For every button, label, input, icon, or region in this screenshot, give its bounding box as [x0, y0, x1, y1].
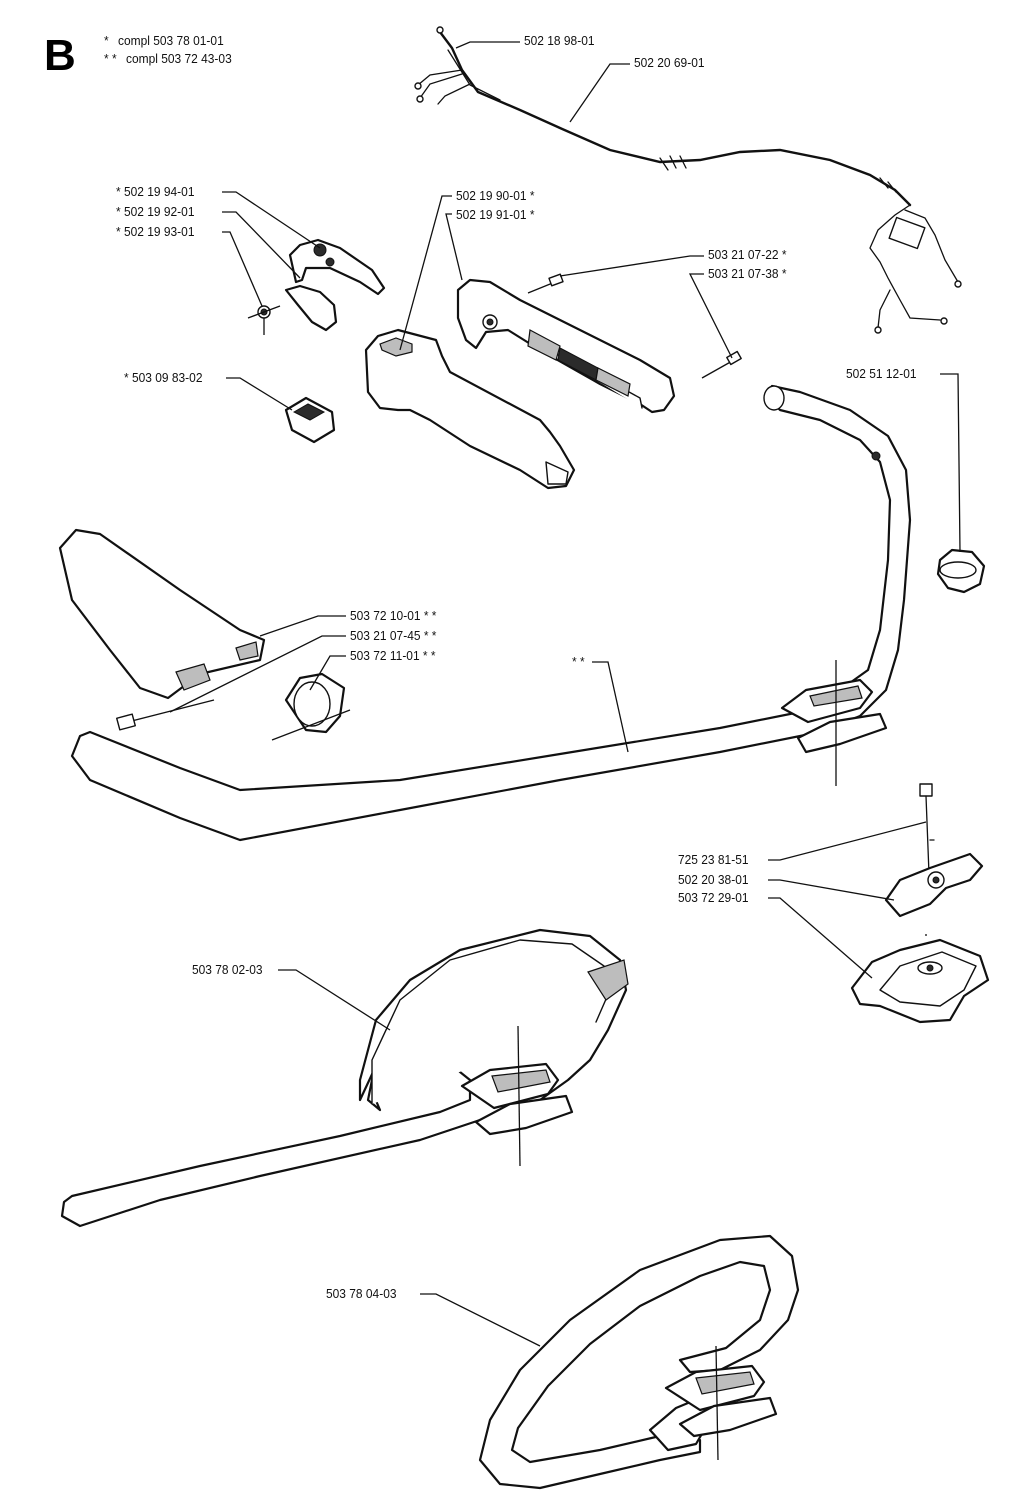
note-marker-2: * *: [104, 51, 117, 66]
note-text-1: compl 503 78 01-01: [118, 33, 224, 48]
note-text-2: compl 503 72 43-03: [126, 51, 232, 66]
callout-502-19-93-01: * 502 19 93-01: [116, 224, 195, 239]
callout-503-09-83-02: * 503 09 83-02: [124, 370, 203, 385]
callout-assembly-stars: * *: [572, 654, 585, 669]
callout-502-19-94-01: * 502 19 94-01: [116, 184, 195, 199]
callout-502-19-90-01: 502 19 90-01 *: [456, 188, 535, 203]
handle-503-78-02-03: [60, 928, 629, 1228]
callout-502-51-12-01: 502 51 12-01: [846, 366, 917, 381]
stop-switch: [284, 396, 336, 444]
callout-502-19-91-01: 502 19 91-01 *: [456, 207, 535, 222]
callout-503-78-04-03: 503 78 04-03: [326, 1286, 397, 1301]
callout-503-72-11-01: 503 72 11-01 * *: [350, 648, 436, 663]
handle-503-78-04-03: [478, 1234, 800, 1490]
knob-bracket-group: [850, 783, 990, 1024]
handle-half-left: [364, 328, 576, 490]
cable-clip: [936, 548, 986, 594]
note-marker-1: *: [104, 33, 109, 48]
callout-503-21-07-45: 503 21 07-45 * *: [350, 628, 437, 643]
wiring-harness: [414, 26, 962, 334]
callout-503-78-02-03: 503 78 02-03: [192, 962, 263, 977]
throttle-trigger-group: [247, 238, 386, 335]
section-letter: B: [44, 31, 76, 80]
callout-502-20-38-01: 502 20 38-01: [678, 872, 749, 887]
callout-502-19-92-01: * 502 19 92-01: [116, 204, 195, 219]
handlebar-assembly: [58, 384, 912, 842]
callout-503-21-07-22: 503 21 07-22 *: [708, 247, 787, 262]
handle-half-right: [456, 278, 676, 414]
callout-503-72-10-01: 503 72 10-01 * *: [350, 608, 437, 623]
callout-725-23-81-51: 725 23 81-51: [678, 852, 749, 867]
callout-502-18-98-01: 502 18 98-01: [524, 33, 595, 48]
callout-503-72-29-01: 503 72 29-01: [678, 890, 749, 905]
screws-handle: [527, 273, 742, 379]
leader-lines: [169, 41, 961, 1347]
callout-502-20-69-01: 502 20 69-01: [634, 55, 705, 70]
callout-503-21-07-38: 503 21 07-38 *: [708, 266, 787, 281]
